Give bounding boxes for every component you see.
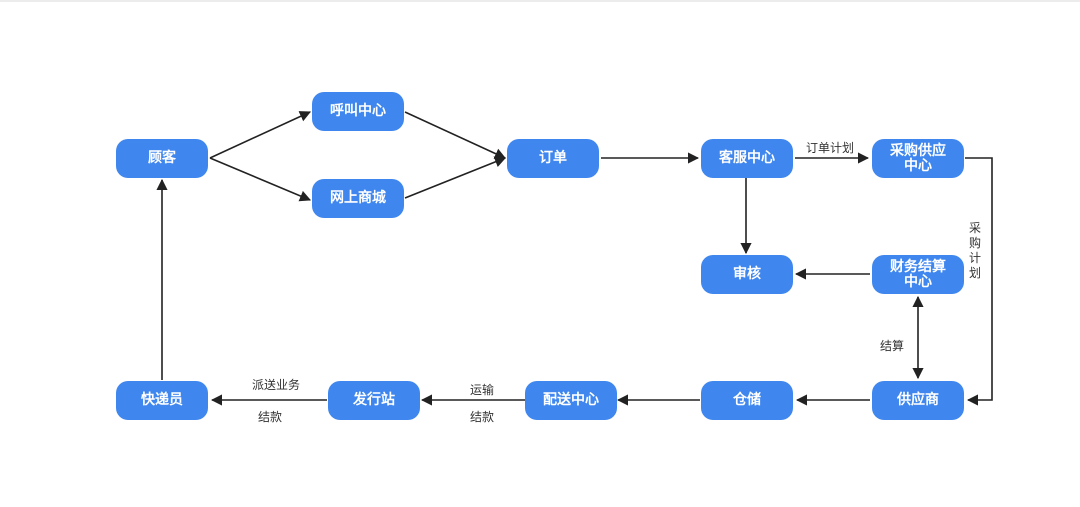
node-order[interactable]: 订单 xyxy=(507,139,599,178)
node-dispatch-label: 发行站 xyxy=(353,392,395,408)
edge-customer-mall xyxy=(209,157,312,202)
node-customer-label: 顾客 xyxy=(148,150,176,166)
edge-mall-order xyxy=(404,156,507,199)
edge-callcenter-order xyxy=(404,111,507,159)
node-finance-line2: 中心 xyxy=(904,273,932,290)
node-service-center-label: 客服中心 xyxy=(719,150,775,166)
node-audit-label: 审核 xyxy=(733,266,761,282)
node-procurement-center[interactable]: 采购供应 中心 xyxy=(872,139,964,178)
node-call-center[interactable]: 呼叫中心 xyxy=(312,92,404,131)
node-procurement-line1: 采购供应 xyxy=(890,142,946,159)
label-settlement: 结算 xyxy=(880,339,905,353)
node-audit[interactable]: 审核 xyxy=(701,255,793,294)
node-courier-label: 快递员 xyxy=(141,392,183,408)
label-delivery-business: 派送业务 xyxy=(252,378,301,392)
node-finance-center[interactable]: 财务结算 中心 xyxy=(872,255,964,294)
node-warehouse-label: 仓储 xyxy=(733,392,761,408)
node-courier[interactable]: 快递员 xyxy=(116,381,208,420)
node-online-mall[interactable]: 网上商城 xyxy=(312,179,404,218)
node-finance-line1: 财务结算 xyxy=(890,258,946,275)
node-supplier[interactable]: 供应商 xyxy=(872,381,964,420)
node-supplier-label: 供应商 xyxy=(897,392,939,408)
label-purchase-plan: 采购计划 xyxy=(968,221,981,280)
label-transport: 运输 xyxy=(470,383,495,397)
label-settle-payment-1: 结款 xyxy=(470,410,495,424)
node-service-center[interactable]: 客服中心 xyxy=(701,139,793,178)
label-settle-payment-2: 结款 xyxy=(258,410,283,424)
label-order-plan: 订单计划 xyxy=(806,141,855,155)
node-customer[interactable]: 顾客 xyxy=(116,139,208,178)
node-procurement-line2: 中心 xyxy=(904,157,932,174)
node-order-label: 订单 xyxy=(539,150,567,166)
node-distribution-label: 配送中心 xyxy=(543,392,599,408)
node-online-mall-label: 网上商城 xyxy=(330,190,386,206)
node-warehouse[interactable]: 仓储 xyxy=(701,381,793,420)
top-divider xyxy=(0,0,1080,2)
edge-customer-callcenter xyxy=(209,111,312,159)
node-call-center-label: 呼叫中心 xyxy=(330,103,386,119)
node-distribution-center[interactable]: 配送中心 xyxy=(525,381,617,420)
node-dispatch-station[interactable]: 发行站 xyxy=(328,381,420,420)
edge-procurement-supplier xyxy=(965,157,993,406)
